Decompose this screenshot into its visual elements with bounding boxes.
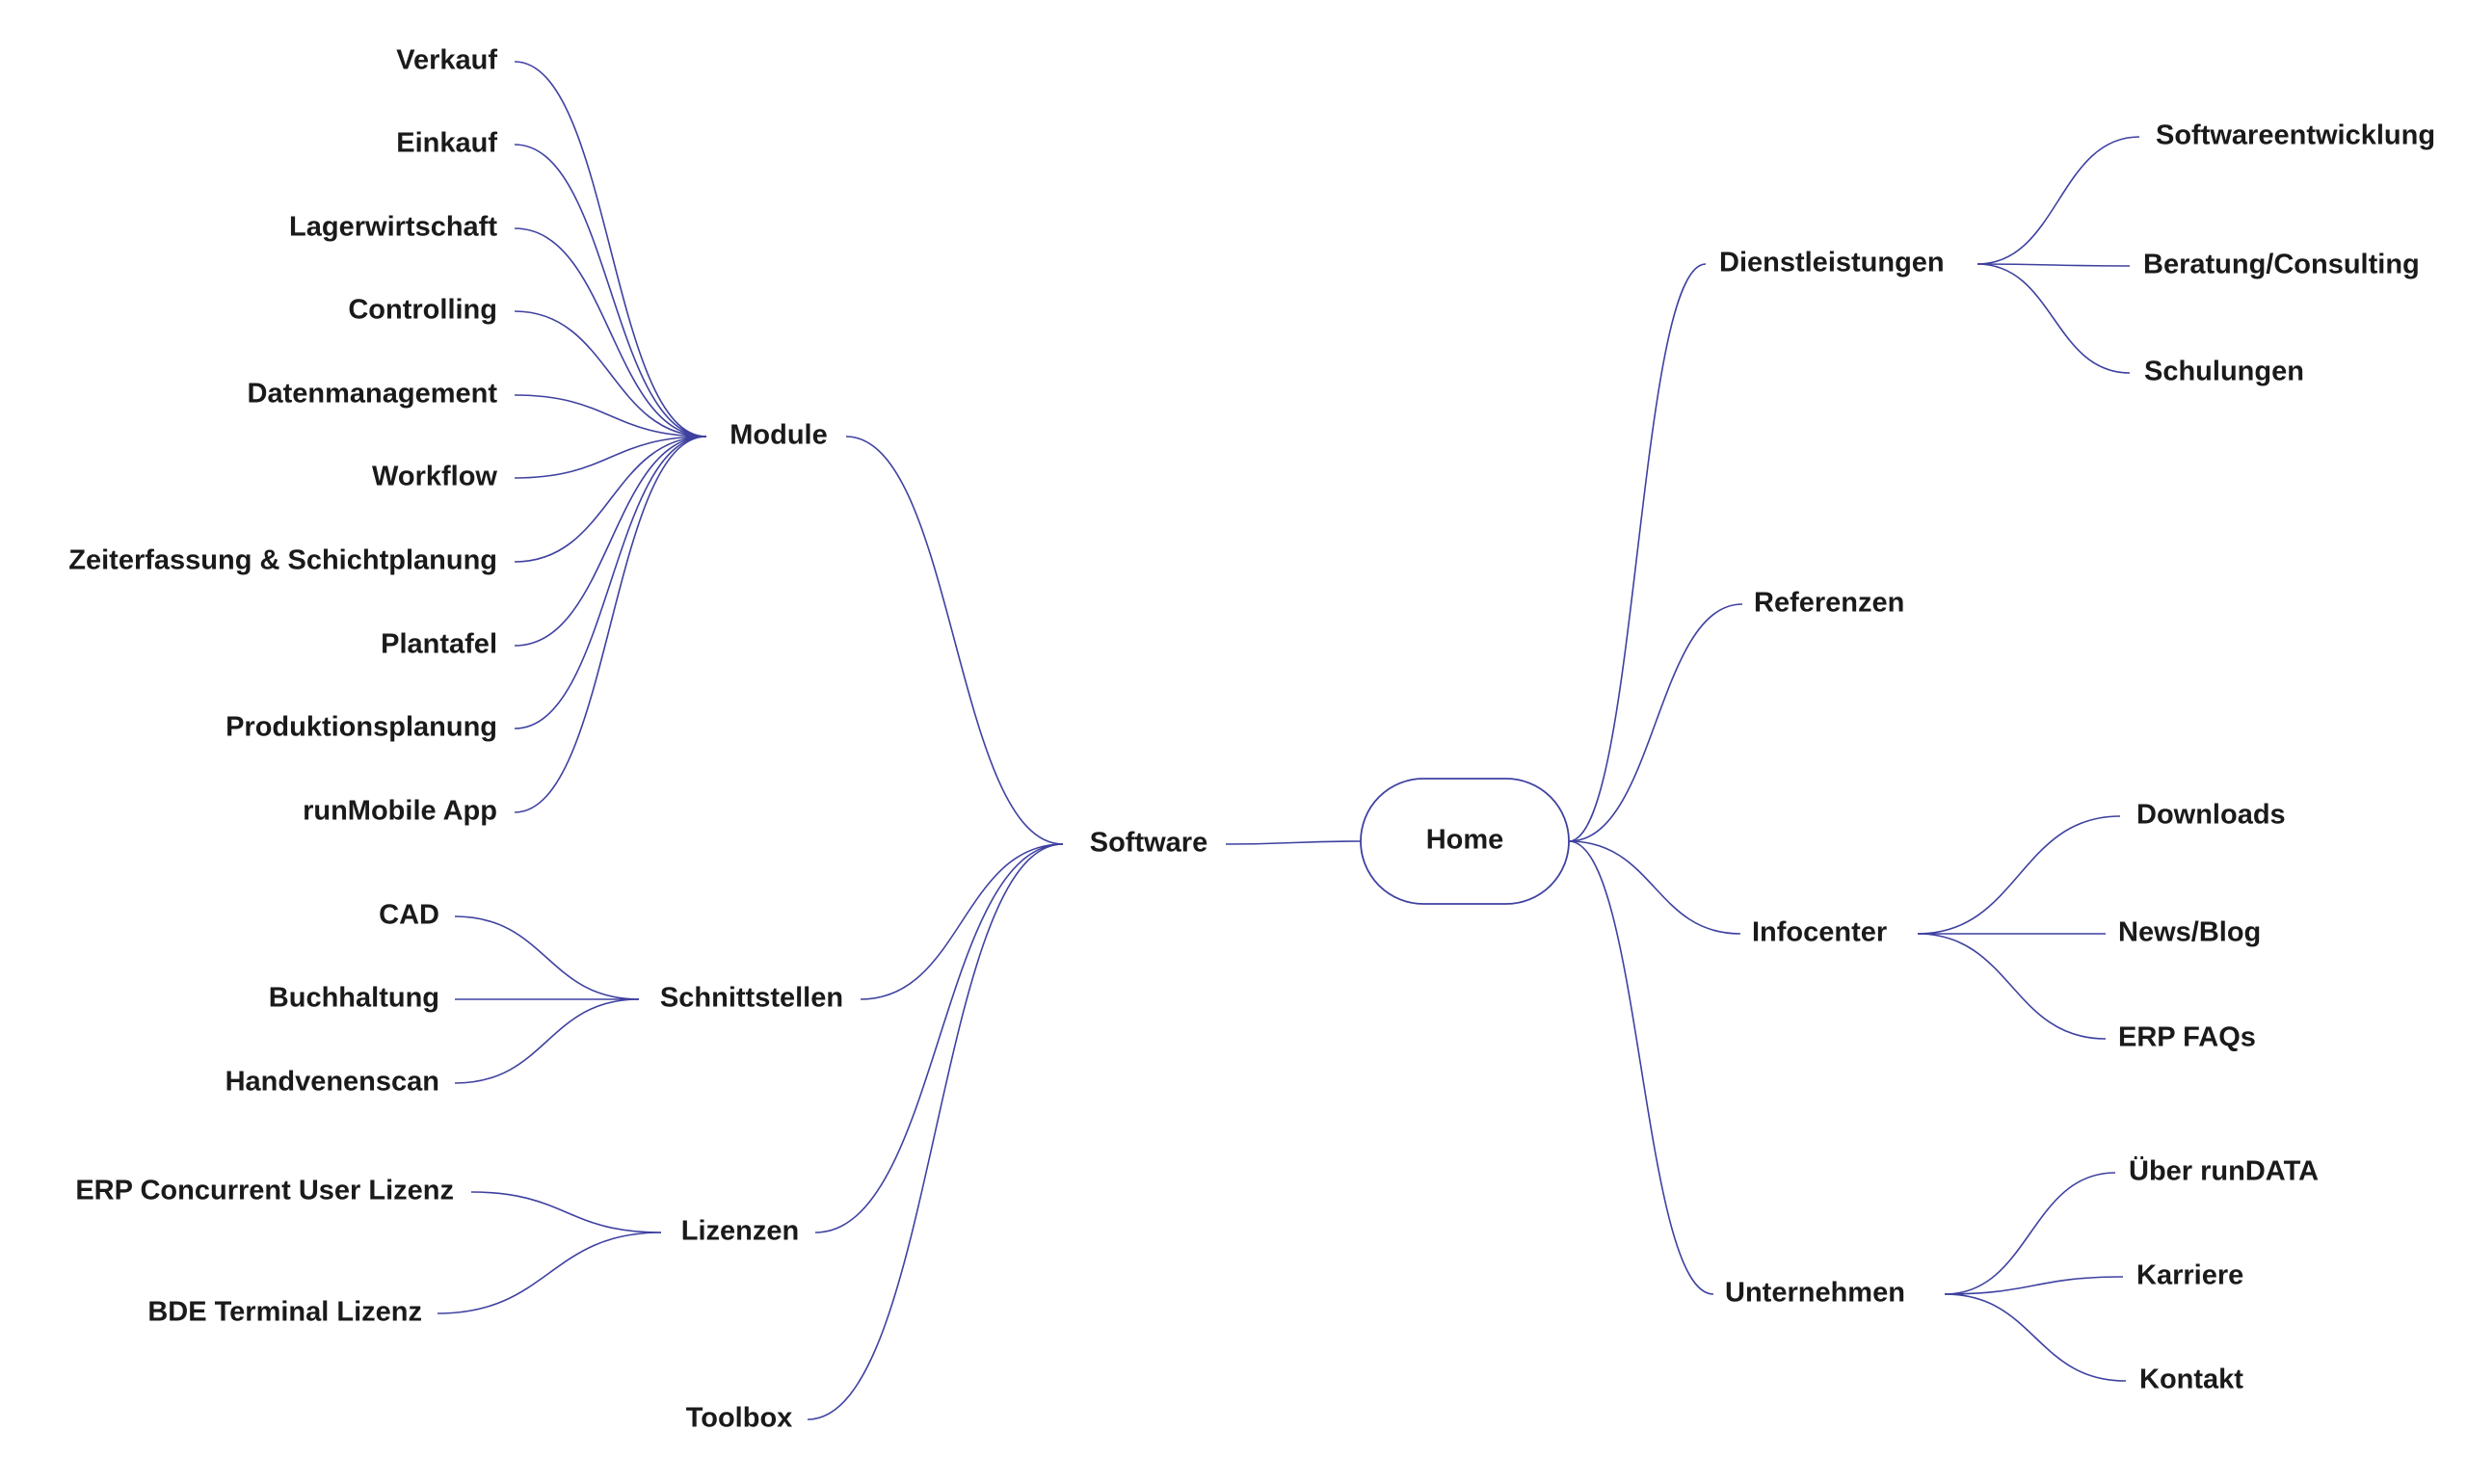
leaf-handvenenscan[interactable]: Handvenenscan xyxy=(225,1067,439,1098)
node-unternehmen[interactable]: Unternehmen xyxy=(1725,1278,1905,1309)
node-software[interactable]: Software xyxy=(1090,828,1207,859)
leaf-bde-terminal-lizenz[interactable]: BDE Terminal Lizenz xyxy=(147,1297,422,1328)
edge-software-toolbox xyxy=(807,843,1064,1420)
leaf-produktionsplanung[interactable]: Produktionsplanung xyxy=(225,712,497,743)
leaf-ueber-rundata[interactable]: Über runDATA xyxy=(2129,1155,2319,1187)
root-node[interactable]: Home xyxy=(1360,778,1570,905)
root-label: Home xyxy=(1426,825,1504,856)
leaf-einkauf[interactable]: Einkauf xyxy=(396,128,497,159)
mindmap-edges xyxy=(437,61,2140,1420)
edge-home-infocenter xyxy=(1568,840,1741,935)
edge-home-software xyxy=(1225,840,1362,845)
edge-module-leaf-7 xyxy=(514,436,707,647)
edge-dienstleistungen-leaf-2 xyxy=(1976,263,2131,374)
edge-lizenzen-leaf-0 xyxy=(470,1191,662,1233)
edge-unternehmen-leaf-1 xyxy=(1944,1276,2124,1295)
node-dienstleistungen[interactable]: Dienstleistungen xyxy=(1719,248,1945,278)
node-toolbox[interactable]: Toolbox xyxy=(686,1403,793,1434)
leaf-softwareentwicklung[interactable]: Softwareentwicklung xyxy=(2156,120,2435,151)
edge-module-leaf-3 xyxy=(514,310,707,437)
edge-home-referenzen xyxy=(1568,603,1743,842)
edge-module-leaf-1 xyxy=(514,144,707,437)
edge-module-leaf-8 xyxy=(514,436,707,729)
root-node-box xyxy=(1360,778,1570,905)
edge-infocenter-leaf-0 xyxy=(1917,815,2121,935)
leaf-beratung-consulting[interactable]: Beratung/Consulting xyxy=(2143,250,2420,280)
edge-schnittstellen-leaf-2 xyxy=(454,998,640,1084)
leaf-datenmanagement[interactable]: Datenmanagement xyxy=(248,379,498,410)
leaf-lagerwirtschaft[interactable]: Lagerwirtschaft xyxy=(289,212,497,243)
edge-module-leaf-6 xyxy=(514,436,707,563)
leaf-kontakt[interactable]: Kontakt xyxy=(2139,1365,2243,1395)
edge-lizenzen-leaf-1 xyxy=(437,1232,662,1314)
leaf-zeiterfassung[interactable]: Zeiterfassung & Schichtplanung xyxy=(68,545,497,576)
leaf-workflow[interactable]: Workflow xyxy=(372,462,497,492)
edge-module-leaf-5 xyxy=(514,436,707,479)
edge-module-leaf-0 xyxy=(514,61,707,437)
node-schnittstellen[interactable]: Schnittstellen xyxy=(660,983,843,1014)
node-module[interactable]: Module xyxy=(729,420,828,451)
leaf-plantafel[interactable]: Plantafel xyxy=(381,629,497,660)
node-lizenzen[interactable]: Lizenzen xyxy=(681,1216,799,1247)
edge-dienstleistungen-leaf-0 xyxy=(1976,136,2140,265)
edge-software-module xyxy=(845,436,1064,845)
leaf-downloads[interactable]: Downloads xyxy=(2136,800,2286,831)
leaf-buchhaltung[interactable]: Buchhaltung xyxy=(269,983,439,1014)
leaf-cad[interactable]: CAD xyxy=(379,900,439,931)
edge-home-unternehmen xyxy=(1568,840,1714,1295)
edge-schnittstellen-leaf-0 xyxy=(454,915,640,1000)
leaf-erp-concurrent-user-lizenz[interactable]: ERP Concurrent User Lizenz xyxy=(75,1176,454,1206)
leaf-news-blog[interactable]: News/Blog xyxy=(2118,917,2261,948)
node-referenzen[interactable]: Referenzen xyxy=(1754,588,1904,619)
leaf-runmobile-app[interactable]: runMobile App xyxy=(303,796,497,827)
edge-dienstleistungen-leaf-1 xyxy=(1976,263,2131,267)
edge-infocenter-leaf-2 xyxy=(1917,933,2107,1040)
leaf-erp-faqs[interactable]: ERP FAQs xyxy=(2118,1022,2256,1053)
edge-home-dienstleistungen xyxy=(1568,263,1707,842)
edge-unternehmen-leaf-0 xyxy=(1944,1172,2116,1295)
leaf-controlling[interactable]: Controlling xyxy=(348,295,497,326)
edge-software-lizenzen xyxy=(814,843,1064,1233)
edge-module-leaf-4 xyxy=(514,394,707,437)
edge-software-schnittstellen xyxy=(860,843,1064,1000)
leaf-karriere[interactable]: Karriere xyxy=(2136,1260,2243,1291)
node-infocenter[interactable]: Infocenter xyxy=(1752,917,1887,948)
edge-unternehmen-leaf-2 xyxy=(1944,1293,2127,1382)
leaf-schulungen[interactable]: Schulungen xyxy=(2144,357,2304,387)
edge-module-leaf-2 xyxy=(514,227,707,437)
edge-module-leaf-9 xyxy=(514,436,707,813)
leaf-verkauf[interactable]: Verkauf xyxy=(396,45,497,76)
